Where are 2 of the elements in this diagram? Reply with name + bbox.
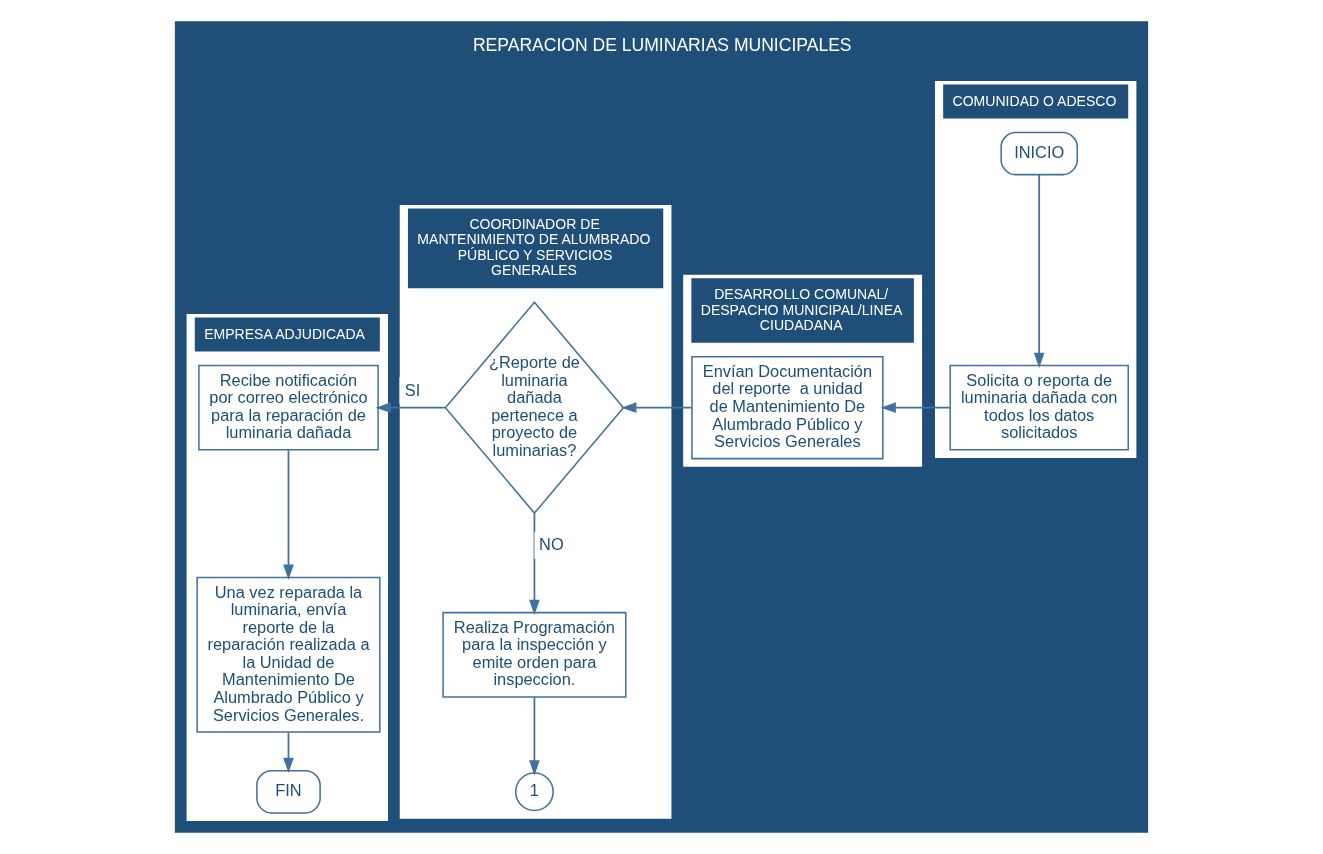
edge-label: SI [404, 380, 421, 399]
edge-label: NO [539, 535, 564, 554]
